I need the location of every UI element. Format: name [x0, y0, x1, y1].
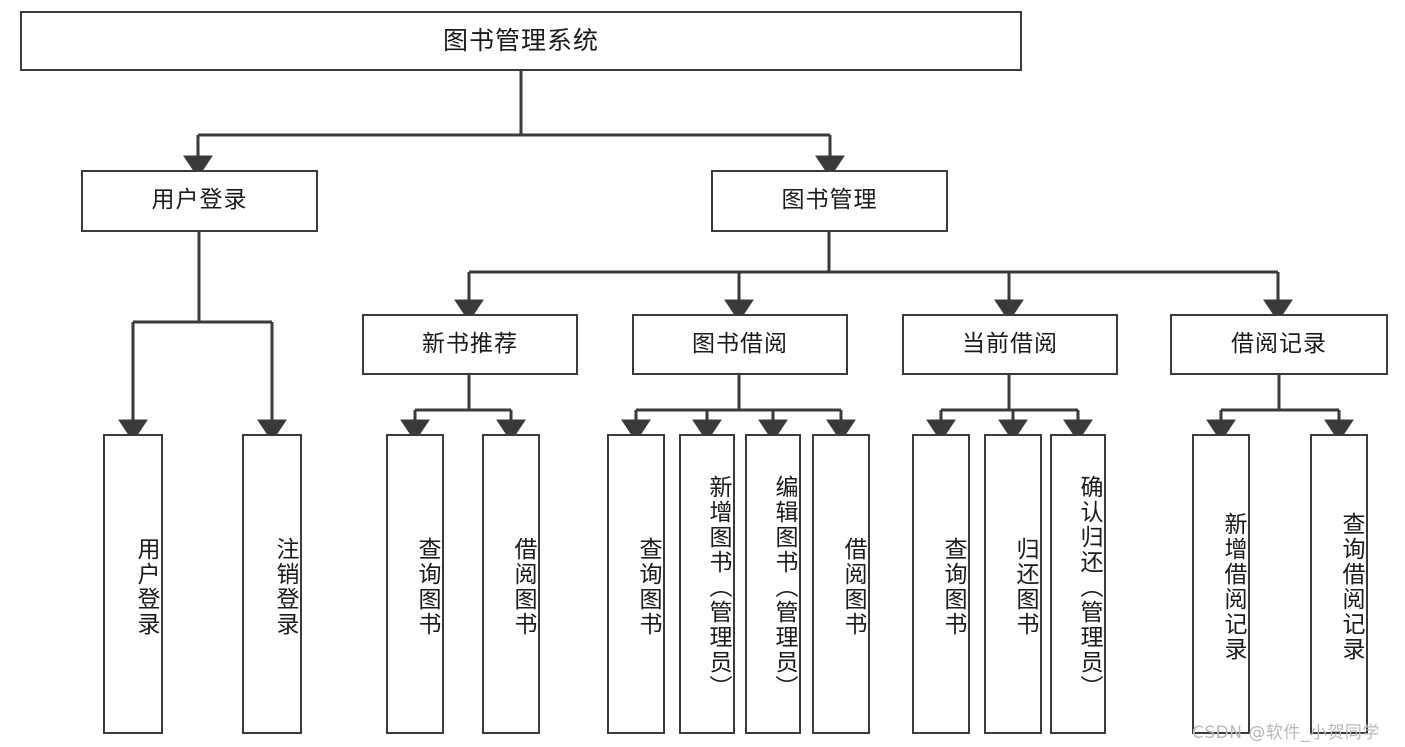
node-leaf-borrow-book-2[interactable]: 借阅图书 [812, 434, 870, 734]
node-current-borrow[interactable]: 当前借阅 [902, 314, 1118, 375]
node-new-book-recommend[interactable]: 新书推荐 [362, 314, 578, 375]
node-leaf-query-book-1[interactable]: 查询图书 [386, 434, 444, 734]
node-leaf-add-record[interactable]: 新增借阅记录 [1192, 434, 1250, 734]
node-book-borrow[interactable]: 图书借阅 [632, 314, 848, 375]
csdn-watermark: CSDN @软件_小贺同学 [1192, 723, 1380, 743]
node-leaf-query-book-2[interactable]: 查询图书 [607, 434, 665, 734]
node-leaf-query-book-3[interactable]: 查询图书 [912, 434, 970, 734]
node-leaf-user-login[interactable]: 用户登录 [103, 434, 163, 734]
node-leaf-confirm-return[interactable]: 确认归还（管理员） [1050, 434, 1106, 734]
node-leaf-return-book[interactable]: 归还图书 [984, 434, 1042, 734]
node-root[interactable]: 图书管理系统 [20, 11, 1022, 71]
node-leaf-query-record[interactable]: 查询借阅记录 [1310, 434, 1368, 734]
node-book-manage[interactable]: 图书管理 [711, 170, 948, 232]
node-leaf-logout[interactable]: 注销登录 [242, 434, 302, 734]
node-leaf-borrow-book-1[interactable]: 借阅图书 [482, 434, 540, 734]
node-user-login[interactable]: 用户登录 [81, 170, 318, 232]
node-borrow-record[interactable]: 借阅记录 [1170, 314, 1388, 375]
node-leaf-add-book[interactable]: 新增图书（管理员） [679, 434, 735, 734]
node-leaf-edit-book[interactable]: 编辑图书（管理员） [745, 434, 801, 734]
